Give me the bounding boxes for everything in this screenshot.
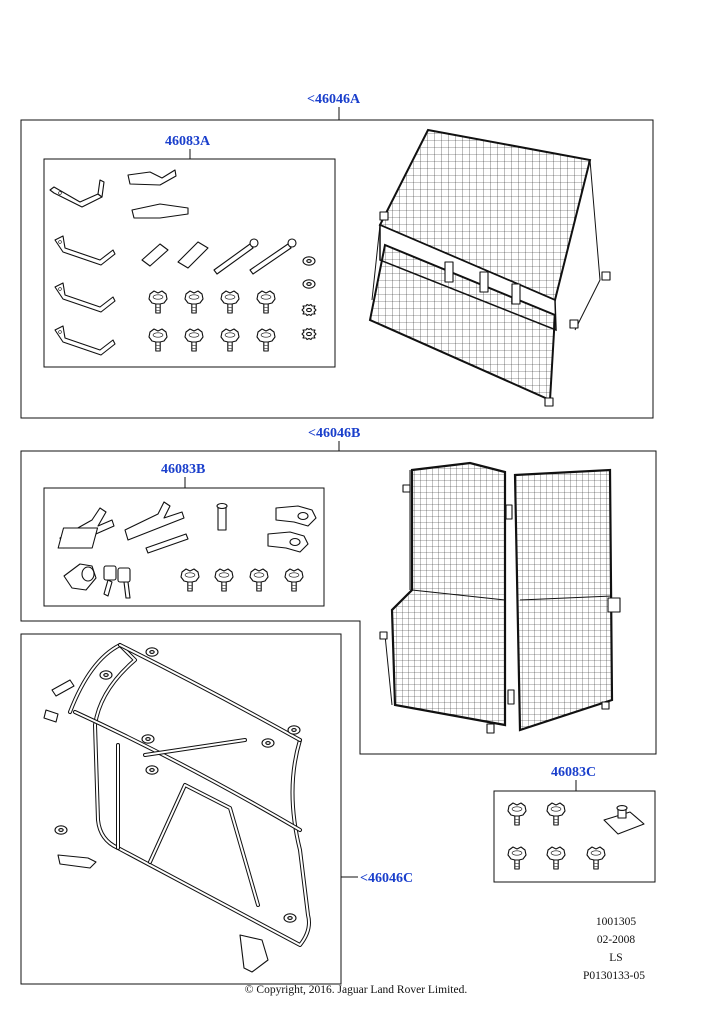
reference-block: 1001305 02-2008 LS P0130133-05 (583, 916, 645, 982)
kit-a-parts-callout[interactable]: 46083A (165, 134, 211, 149)
kit-c-tube-frame (43, 643, 311, 973)
kit-b-callout[interactable]: <46046B (308, 426, 360, 441)
kit-b-frame (20, 450, 657, 755)
reference-illustration-id: P0130133-05 (583, 970, 645, 982)
kit-b-parts-box (43, 487, 325, 607)
kit-a-fittings (49, 169, 317, 356)
kit-b-parts-callout[interactable]: 46083B (161, 462, 205, 477)
copyright-notice: © Copyright, 2016. Jaguar Land Rover Lim… (245, 984, 468, 996)
kit-a-callout[interactable]: <46046A (307, 92, 361, 107)
kit-c-frame (20, 633, 342, 985)
kit-a-parts-box (43, 158, 336, 368)
kit-b-fittings (57, 501, 317, 599)
reference-model: LS (609, 952, 622, 964)
kit-c-fittings (507, 802, 645, 870)
kit-c-parts-box (493, 790, 656, 883)
kit-c-callout[interactable]: <46046C (360, 871, 413, 886)
kit-a-frame (20, 119, 654, 419)
kit-c-parts-callout[interactable]: 46083C (551, 765, 596, 780)
reference-number: 1001305 (596, 916, 637, 928)
reference-date: 02-2008 (597, 934, 636, 946)
kit-b-dog-guard (379, 461, 621, 734)
kit-a-mesh-guard (368, 128, 611, 407)
